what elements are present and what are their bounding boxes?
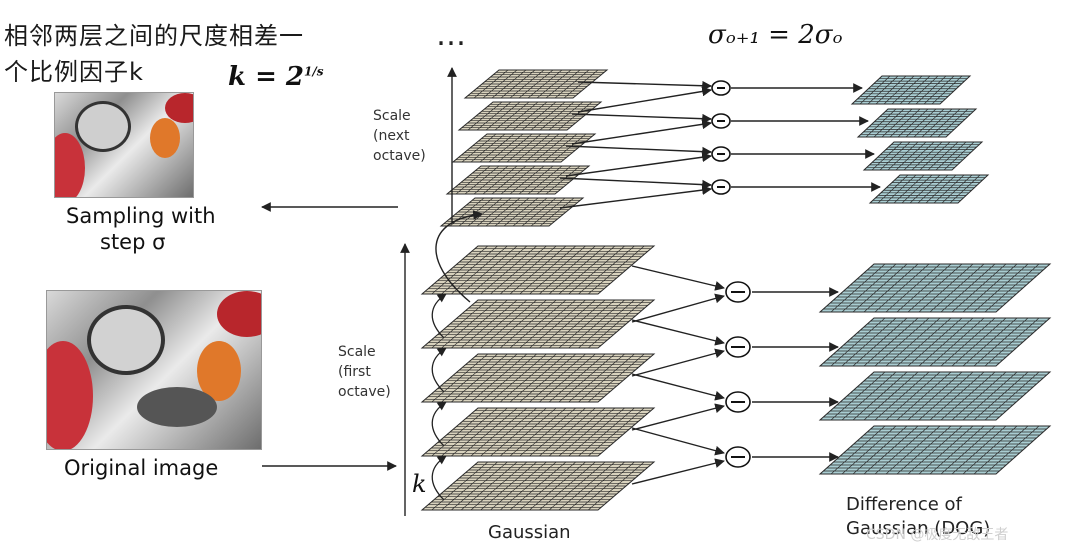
first-octave-label-line-3: octave) (338, 384, 391, 400)
original-image-dark-shape (137, 387, 217, 427)
sampled-image-label-line-2: step σ (100, 230, 166, 254)
scale-factor-formula-exponent: 1/s (304, 64, 324, 79)
original-image-face-shape (87, 305, 165, 375)
next-octave-arrow-upper-1 (577, 80, 712, 91)
sigma-octave-formula: σₒ₊₁ = 2σₒ (708, 20, 843, 50)
first-octave-dog-plane-4-grid (823, 425, 1047, 475)
scale-step-curved-arrow-3 (431, 347, 447, 393)
k-step-label: k (412, 470, 427, 498)
sampled-image (54, 92, 194, 198)
next-octave-arrow-upper-4 (559, 177, 712, 190)
first-octave-gaussian-plane-4-grid (425, 407, 651, 457)
caption-line-1: 相邻两层之间的尺度相差一 (4, 22, 304, 50)
next-octave-arrow-upper-3 (565, 145, 712, 157)
first-octave-gaussian-plane-5-grid (425, 461, 651, 511)
next-octave-dog-plane-4-grid (872, 174, 986, 204)
original-image-red-shape (47, 341, 93, 449)
next-octave-label-line-2: (next (373, 128, 410, 144)
next-octave-gaussian-plane-1-grid (467, 69, 605, 99)
scale-factor-formula: k = 21/s (228, 62, 324, 92)
first-octave-label-line-1: Scale (338, 344, 376, 360)
next-octave-arrow-lower-1 (577, 86, 712, 113)
first-octave-arrow-upper-4 (631, 427, 725, 456)
sampled-image-orange-shape (150, 118, 180, 158)
next-octave-dog-plane-3-grid (866, 141, 980, 171)
first-octave-arrow-upper-3 (631, 373, 725, 401)
first-octave-label-line-2: (first (338, 364, 371, 380)
first-octave-axis-label: Scale (first octave) (338, 342, 408, 402)
next-octave-label-line-3: octave) (373, 148, 426, 164)
scale-factor-formula-base: k = 2 (228, 62, 304, 92)
sampled-image-face-shape (75, 101, 131, 152)
sampled-image-label-line-1: Sampling with (66, 204, 216, 228)
first-octave-arrow-lower-1 (631, 293, 725, 323)
next-octave-arrow-lower-4 (559, 185, 712, 209)
next-octave-dog-plane-1 (850, 75, 972, 105)
original-image (46, 290, 262, 450)
scale-step-curved-arrow-1 (431, 455, 447, 501)
first-octave-dog-plane-1-grid (823, 263, 1047, 313)
next-octave-arrow-upper-2 (571, 113, 712, 124)
first-octave-gaussian-plane-1-grid (425, 245, 651, 295)
next-octave-label-line-1: Scale (373, 108, 411, 124)
gaussian-label: Gaussian (488, 522, 571, 543)
first-octave-arrow-upper-2 (631, 319, 725, 346)
next-octave-dog-plane-2 (856, 108, 978, 138)
first-octave-arrow-lower-2 (631, 348, 725, 377)
first-octave-gaussian-plane-2-grid (425, 299, 651, 349)
next-octave-dog-plane-1-grid (854, 75, 968, 105)
next-octave-gaussian-plane-3-grid (455, 133, 593, 163)
scale-step-curved-arrow-4 (431, 293, 447, 339)
first-octave-arrow-lower-3 (631, 403, 725, 431)
next-octave-dog-plane-3 (862, 141, 984, 171)
more-octaves-ellipsis: … (436, 18, 466, 53)
first-octave-gaussian-plane-3-grid (425, 353, 651, 403)
downsample-curved-arrow (435, 210, 483, 303)
dog-label-line-2: Gaussian (DOG) (846, 518, 991, 539)
original-image-orange-shape (197, 341, 241, 401)
next-octave-dog-plane-4 (868, 174, 990, 204)
next-octave-gaussian-plane-4-grid (449, 165, 587, 195)
sampled-image-red-shape-2 (165, 93, 193, 123)
next-octave-gaussian-plane-2-grid (461, 101, 599, 131)
original-image-red-shape-2 (217, 291, 261, 337)
first-octave-dog-plane-2-grid (823, 317, 1047, 367)
next-octave-arrow-lower-2 (571, 119, 712, 145)
original-image-label: Original image (64, 456, 219, 480)
watermark: CSDN @极度无敌王者 (866, 527, 1009, 543)
caption-line-2: 个比例因子k (4, 58, 144, 86)
first-octave-arrow-lower-4 (631, 458, 725, 485)
first-octave-dog-plane-3-grid (823, 371, 1047, 421)
first-octave-arrow-upper-1 (631, 265, 725, 291)
scale-step-curved-arrow-2 (431, 401, 447, 447)
next-octave-axis-label: Scale (next octave) (373, 106, 443, 166)
next-octave-arrow-lower-3 (565, 152, 712, 177)
dog-label-line-1: Difference of (846, 494, 962, 515)
next-octave-dog-plane-2-grid (860, 108, 974, 138)
